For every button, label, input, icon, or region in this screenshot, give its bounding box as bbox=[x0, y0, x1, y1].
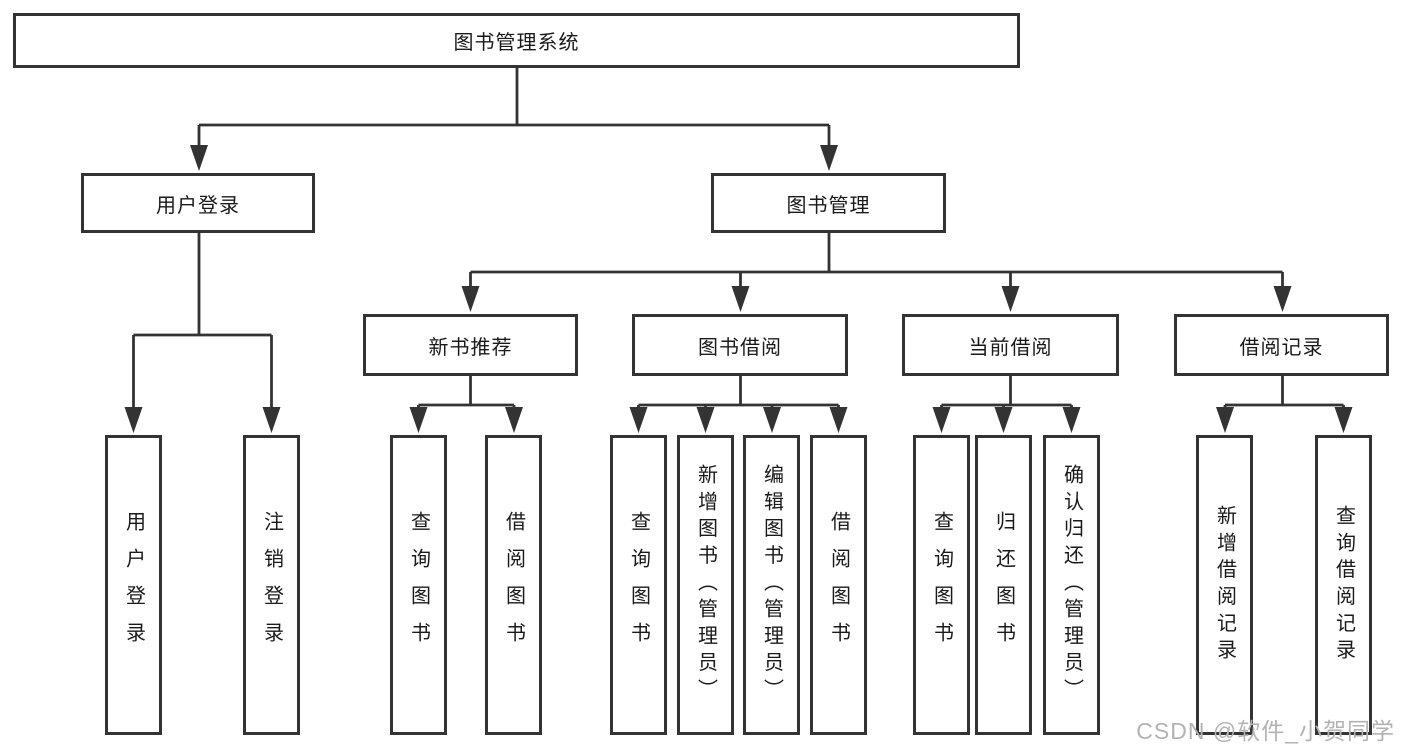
node-book-borrow: 图书借阅 bbox=[632, 314, 848, 376]
leaf-query-books-borrow: 查询图书 bbox=[610, 435, 667, 735]
node-current-borrow: 当前借阅 bbox=[902, 314, 1119, 376]
leaf-add-borrow-record: 新增借阅记录 bbox=[1196, 435, 1253, 735]
leaf-label: 新增借阅记录 bbox=[1213, 504, 1236, 666]
leaf-label: 查询借阅记录 bbox=[1332, 504, 1355, 666]
leaf-return-books: 归还图书 bbox=[975, 435, 1032, 735]
leaf-label: 查询图书 bbox=[930, 511, 953, 659]
leaf-label: 借阅图书 bbox=[502, 511, 525, 659]
leaf-logout: 注销登录 bbox=[243, 435, 300, 735]
leaf-query-books-recommend: 查询图书 bbox=[390, 435, 447, 735]
leaf-label: 归还图书 bbox=[992, 511, 1015, 659]
node-root: 图书管理系统 bbox=[13, 13, 1020, 68]
leaf-label: 新增图书（管理员） bbox=[694, 464, 717, 706]
leaf-label: 用户登录 bbox=[122, 511, 145, 659]
leaf-borrow-books: 借阅图书 bbox=[810, 435, 867, 735]
leaf-label: 注销登录 bbox=[260, 511, 283, 659]
leaf-label: 确认归还（管理员） bbox=[1060, 464, 1083, 706]
node-borrow-records: 借阅记录 bbox=[1174, 314, 1389, 376]
leaf-label: 借阅图书 bbox=[827, 511, 850, 659]
leaf-add-books-admin: 新增图书（管理员） bbox=[677, 435, 734, 735]
leaf-confirm-return-admin: 确认归还（管理员） bbox=[1043, 435, 1100, 735]
leaf-edit-books-admin: 编辑图书（管理员） bbox=[743, 435, 800, 735]
node-book-management: 图书管理 bbox=[711, 173, 946, 233]
leaf-label: 编辑图书（管理员） bbox=[760, 464, 783, 706]
leaf-label: 查询图书 bbox=[407, 511, 430, 659]
leaf-label: 查询图书 bbox=[627, 511, 650, 659]
leaf-query-books-current: 查询图书 bbox=[913, 435, 970, 735]
leaf-user-login: 用户登录 bbox=[105, 435, 162, 735]
node-user-login: 用户登录 bbox=[81, 173, 315, 233]
leaf-query-borrow-record: 查询借阅记录 bbox=[1315, 435, 1372, 735]
node-new-book-recommend: 新书推荐 bbox=[363, 314, 578, 376]
watermark: CSDN @软件_小贺同学 bbox=[1136, 718, 1395, 744]
leaf-borrow-books-recommend: 借阅图书 bbox=[485, 435, 542, 735]
